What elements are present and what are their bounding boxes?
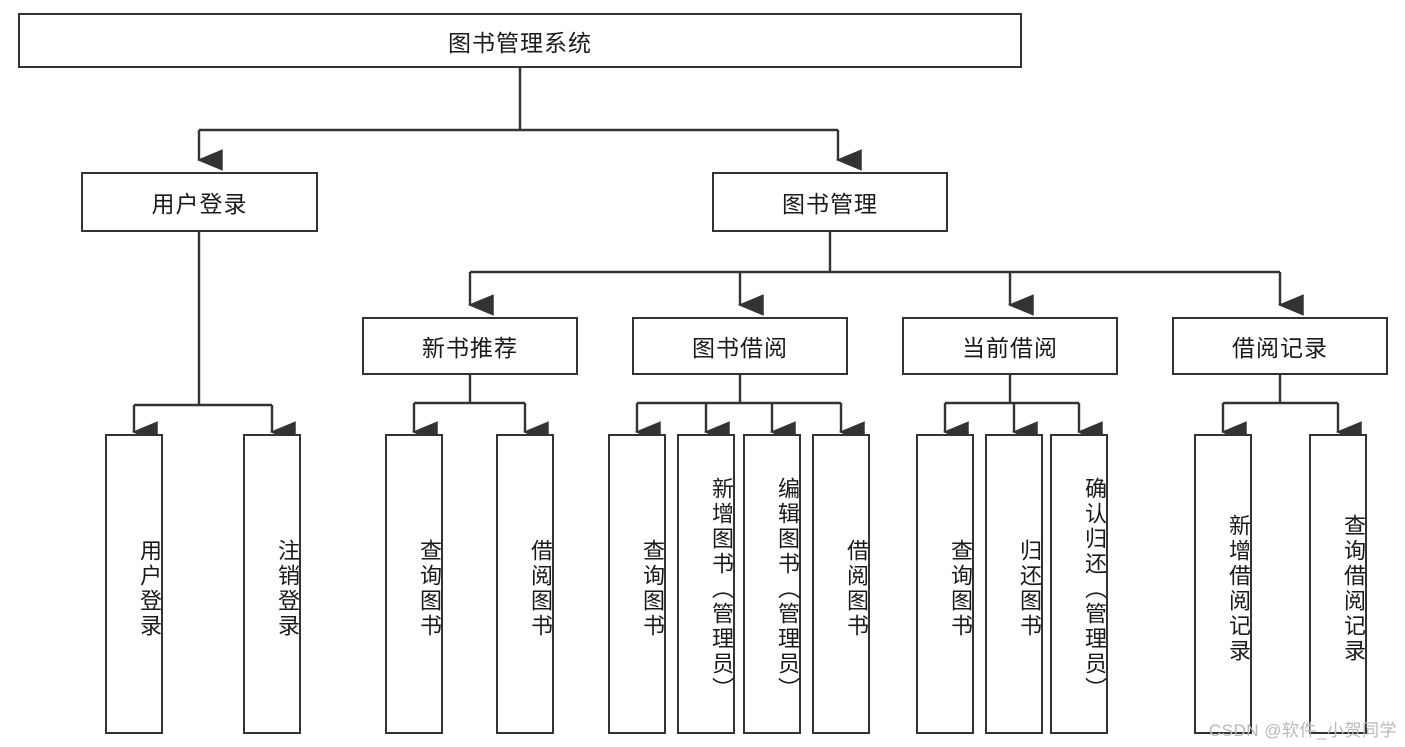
node-root[interactable]: 图书管理系统 <box>18 13 1022 68</box>
node-leaf-borrow-book-2-label: 借阅图书 <box>844 539 869 639</box>
node-leaf-user-logout[interactable]: 注销登录 <box>243 434 301 734</box>
node-leaf-query-book-2[interactable]: 查询图书 <box>608 434 666 734</box>
node-book-borrow-label: 图书借阅 <box>692 335 788 361</box>
node-user-login[interactable]: 用户登录 <box>81 172 318 232</box>
node-leaf-return-book[interactable]: 归还图书 <box>985 434 1043 734</box>
node-leaf-add-book[interactable]: 新增图书（管理员） <box>677 434 735 734</box>
node-leaf-borrow-book-2[interactable]: 借阅图书 <box>812 434 870 734</box>
node-leaf-query-book-1[interactable]: 查询图书 <box>385 434 443 734</box>
node-leaf-query-record-label: 查询借阅记录 <box>1341 514 1366 664</box>
node-leaf-borrow-book-1[interactable]: 借阅图书 <box>496 434 554 734</box>
node-leaf-add-book-label: 新增图书（管理员） <box>709 476 734 702</box>
node-new-book-rec[interactable]: 新书推荐 <box>362 317 578 375</box>
node-leaf-query-book-3-label: 查询图书 <box>948 539 973 639</box>
node-leaf-add-record-label: 新增借阅记录 <box>1226 514 1251 664</box>
node-book-manage[interactable]: 图书管理 <box>712 172 948 232</box>
node-leaf-user-login[interactable]: 用户登录 <box>105 434 163 734</box>
node-borrow-record[interactable]: 借阅记录 <box>1172 317 1388 375</box>
node-leaf-confirm-return[interactable]: 确认归还（管理员） <box>1050 434 1108 734</box>
node-book-manage-label: 图书管理 <box>782 191 878 217</box>
node-leaf-add-record[interactable]: 新增借阅记录 <box>1194 434 1252 734</box>
node-leaf-edit-book[interactable]: 编辑图书（管理员） <box>743 434 801 734</box>
node-leaf-query-record[interactable]: 查询借阅记录 <box>1309 434 1367 734</box>
node-root-label: 图书管理系统 <box>448 29 592 56</box>
node-current-borrow[interactable]: 当前借阅 <box>902 317 1118 375</box>
node-leaf-query-book-1-label: 查询图书 <box>417 539 442 639</box>
node-leaf-user-login-label: 用户登录 <box>137 539 162 639</box>
node-leaf-query-book-3[interactable]: 查询图书 <box>916 434 974 734</box>
node-user-login-label: 用户登录 <box>151 191 248 217</box>
node-leaf-query-book-2-label: 查询图书 <box>640 539 665 639</box>
node-leaf-return-book-label: 归还图书 <box>1017 539 1042 639</box>
node-current-borrow-label: 当前借阅 <box>962 335 1058 361</box>
watermark-text: CSDN @软件_小贺同学 <box>1208 721 1397 740</box>
node-book-borrow[interactable]: 图书借阅 <box>632 317 848 375</box>
node-leaf-borrow-book-1-label: 借阅图书 <box>528 539 553 639</box>
node-new-book-rec-label: 新书推荐 <box>422 335 518 361</box>
node-leaf-edit-book-label: 编辑图书（管理员） <box>775 476 800 702</box>
node-leaf-confirm-return-label: 确认归还（管理员） <box>1082 476 1107 702</box>
node-borrow-record-label: 借阅记录 <box>1232 335 1328 361</box>
node-leaf-user-logout-label: 注销登录 <box>275 539 300 639</box>
